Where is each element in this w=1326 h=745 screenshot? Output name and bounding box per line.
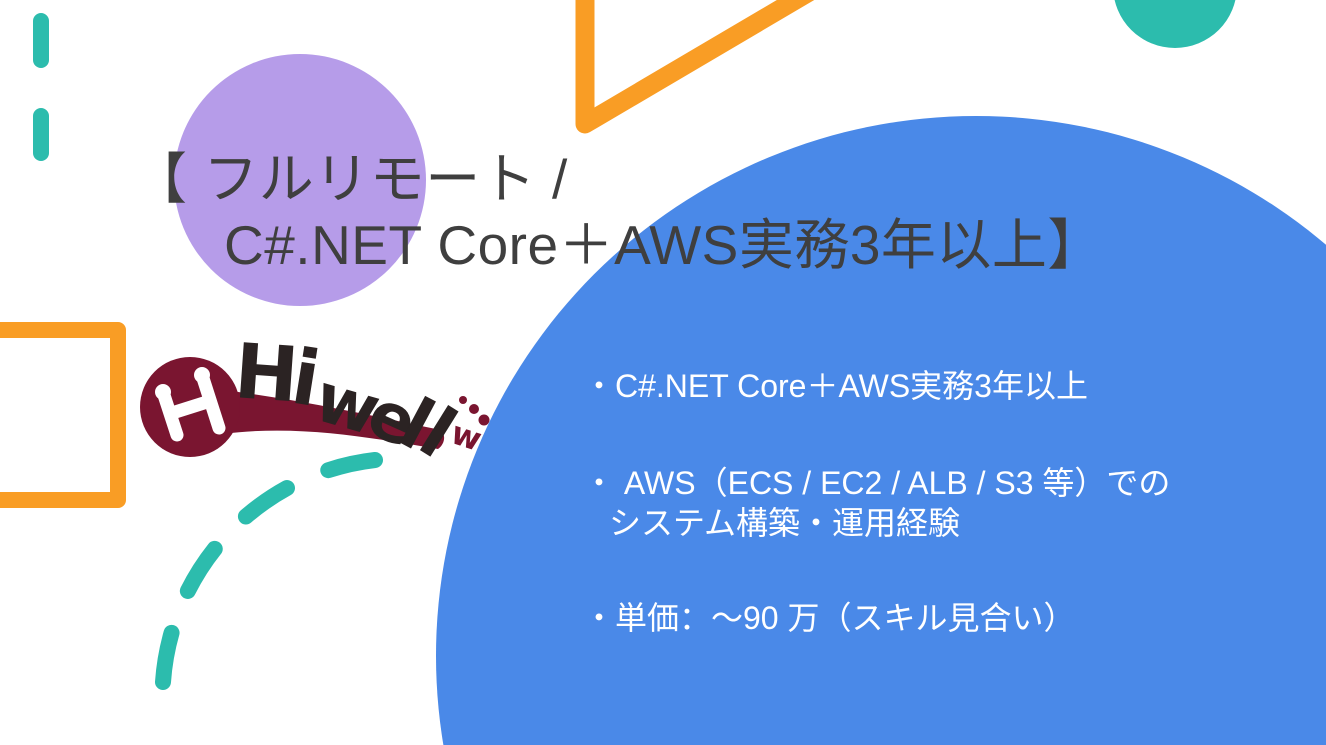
logo-tail-dot-3: [478, 414, 490, 426]
title-line-2: C#.NET Core＋AWS実務3年以上】: [224, 214, 1103, 276]
purple-circle-title-backdrop: [174, 54, 426, 306]
orange-triangle-outline: [575, 0, 815, 134]
slide-title: 【 フルリモート / C#.NET Core＋AWS実務3年以上】: [132, 146, 1103, 278]
logo-swoosh-tail: [223, 390, 445, 449]
logo-tail-dot-2: [469, 404, 479, 414]
bullet-item-1: ・C#.NET Core＋AWS実務3年以上: [583, 368, 1088, 404]
teal-dash-top-2: [33, 108, 49, 161]
title-line-1: 【 フルリモート /: [132, 148, 568, 210]
teal-dash-top-1: [33, 13, 49, 68]
logo-h-monogram-icon: [155, 367, 226, 442]
orange-square-outline: [0, 322, 126, 508]
teal-dashed-arc: [155, 452, 383, 690]
teal-circle-top-right: [1113, 0, 1237, 48]
bullet-item-2-line-2: システム構築・運用経験: [609, 505, 961, 541]
hiwell-logo: H i w e l l w: [140, 328, 490, 468]
bullet-list: ・C#.NET Core＋AWS実務3年以上 ・ AWS（ECS / EC2 /…: [583, 366, 1313, 638]
logo-h-crossbar: [167, 395, 209, 421]
bullet-item-2-line-1: ・ AWS（ECS / EC2 / ALB / S3 等）での: [583, 465, 1171, 501]
logo-letter-1: H: [232, 328, 302, 419]
bullet-item-2: ・ AWS（ECS / EC2 / ALB / S3 等）での システム構築・運…: [583, 463, 1313, 543]
logo-wordmark: H i w e l l: [232, 328, 470, 468]
logo-tail-dot-1: [459, 396, 467, 404]
logo-h-right-bar: [195, 368, 226, 435]
bullet-item-3: ・単価：～90 万（スキル見合い）: [583, 600, 1076, 636]
